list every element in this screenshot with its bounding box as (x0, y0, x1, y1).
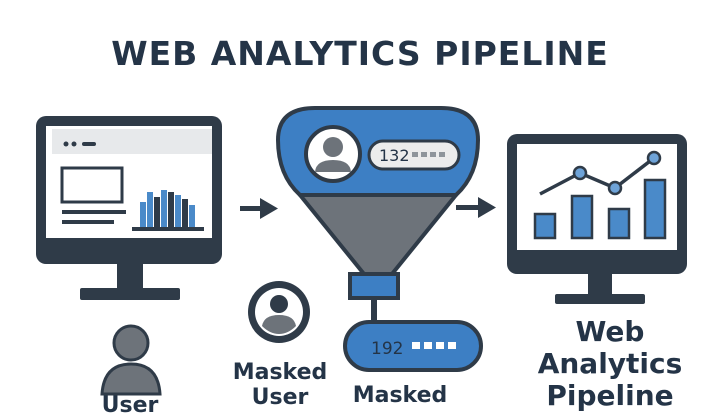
funnel-ip-text: 132 (379, 146, 410, 165)
website-monitor-icon (36, 116, 222, 300)
browser-header (52, 129, 212, 154)
funnel-ip-tag: 132 (367, 139, 461, 171)
diagram-title: WEB ANALYTICS PIPELINE (111, 34, 609, 73)
pipeline-diagram: 132 (36, 106, 687, 396)
analytics-monitor-icon (507, 134, 687, 304)
masked-user-icon (248, 281, 310, 343)
masked-ip-label: Masked (352, 383, 448, 408)
arrow-right-icon (456, 197, 496, 218)
funnel-icon: 132 (275, 106, 481, 320)
arrow-right-icon (240, 198, 278, 219)
analytics-pipeline-label: Web Analytics Pipeline (537, 315, 683, 413)
masked-ip-tag: 192 (343, 320, 483, 372)
masked-user-label: Masked User (232, 360, 328, 411)
user-label: User (101, 393, 159, 418)
user-icon (100, 324, 162, 396)
content-block (60, 166, 124, 204)
masked-ip-text: 192 (371, 339, 403, 359)
user-avatar-icon (304, 125, 362, 183)
line-chart-icon (533, 150, 667, 240)
bar-chart-icon (132, 190, 204, 231)
